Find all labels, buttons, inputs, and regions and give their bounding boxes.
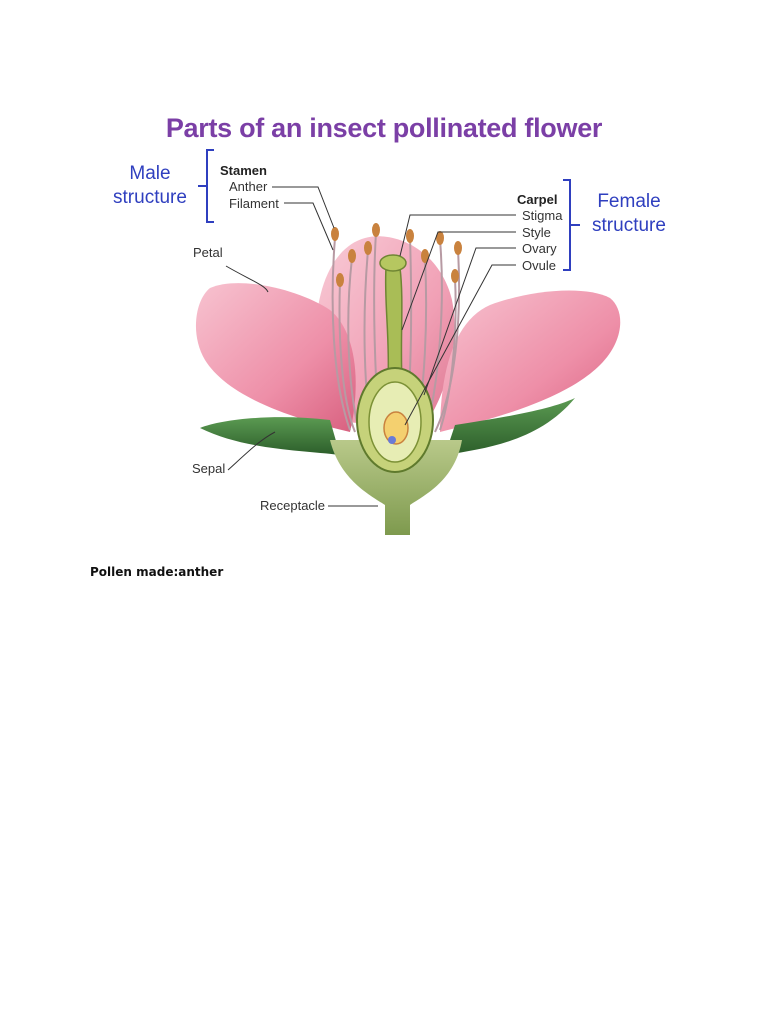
stigma-label: Stigma — [522, 208, 563, 223]
petal-left — [195, 283, 356, 432]
ovary-label: Ovary — [522, 241, 557, 256]
female-structure-label: Female structure — [580, 190, 678, 238]
filament-label: Filament — [229, 196, 279, 211]
receptacle — [330, 440, 462, 535]
carpel-style — [384, 267, 403, 381]
male-structure-line1: Male — [129, 163, 171, 184]
receptacle-label: Receptacle — [260, 498, 326, 513]
petal-right — [440, 290, 621, 432]
sepal-right — [445, 398, 575, 455]
anther-label: Anther — [229, 179, 268, 194]
ovule-label: Ovule — [522, 258, 556, 273]
petal-label: Petal — [193, 245, 223, 260]
sepal-label: Sepal — [192, 461, 226, 476]
style-label: Style — [522, 225, 551, 240]
male-structure-line2: structure — [113, 187, 187, 208]
diagram-title: Parts of an insect pollinated flower — [165, 113, 603, 143]
ovule — [383, 411, 409, 445]
female-structure-line1: Female — [597, 191, 661, 212]
female-structure-line2: structure — [592, 215, 666, 236]
pollen-caption: Pollen made:anther — [90, 565, 224, 579]
carpel-heading: Carpel — [517, 192, 558, 207]
carpel-stigma — [379, 254, 407, 272]
male-bracket — [198, 149, 214, 223]
stamen-heading: Stamen — [220, 163, 267, 178]
leader-lines — [225, 186, 516, 507]
sepal-left — [200, 417, 340, 455]
male-structure-label: Male structure — [100, 162, 200, 210]
anthers — [331, 223, 462, 287]
female-bracket — [563, 179, 580, 271]
flower-illustration — [195, 149, 621, 535]
